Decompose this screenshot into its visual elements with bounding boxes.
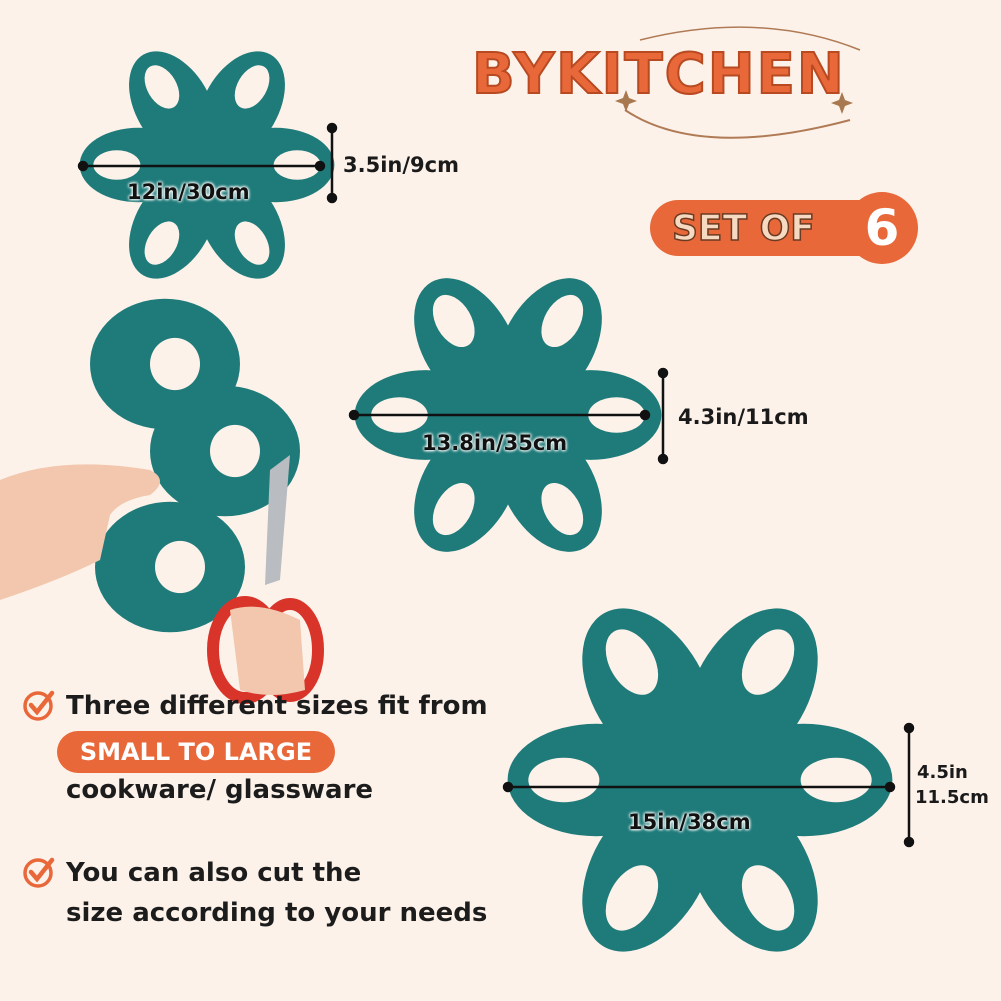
small-width-label: 12in/30cm xyxy=(127,180,250,204)
petal xyxy=(197,51,285,160)
small-height-label: 3.5in/9cm xyxy=(343,153,459,177)
set-of-badge: SET OF 6 xyxy=(650,192,918,264)
check-circle-icon xyxy=(23,857,55,888)
feature-line-2: cookware/ glassware xyxy=(66,775,374,805)
petal xyxy=(582,608,715,773)
folded-pan-protector xyxy=(90,298,300,633)
petal-hole xyxy=(605,865,659,931)
petal-hole xyxy=(144,65,180,109)
petal-hole xyxy=(605,629,659,695)
set-count: 6 xyxy=(846,192,918,264)
feature-line-1: Three different sizes fit from xyxy=(66,691,488,721)
brand-logo: BYKITCHEN xyxy=(471,41,846,108)
petal-hole xyxy=(432,482,475,536)
large-pan-protector xyxy=(507,608,893,952)
petal-hole xyxy=(541,482,584,536)
hand-holding-scissors xyxy=(230,606,305,695)
petal-hole xyxy=(432,294,475,348)
logo-arc xyxy=(624,109,851,139)
medium-height-label: 4.3in/11cm xyxy=(678,405,809,429)
petal xyxy=(685,608,818,773)
petal-hole xyxy=(541,294,584,348)
petal xyxy=(129,51,217,160)
sparkle-icon xyxy=(831,92,853,114)
petal-hole xyxy=(741,865,795,931)
sparkle-icon xyxy=(615,90,637,112)
petal-hole xyxy=(144,221,180,265)
petal-hole xyxy=(234,65,270,109)
hand xyxy=(0,464,160,600)
set-of-label: SET OF xyxy=(671,207,815,250)
scissors-blade xyxy=(265,455,290,585)
highlight-pill: SMALL TO LARGE xyxy=(57,731,335,773)
medium-width-label: 13.8in/35cm xyxy=(422,431,568,455)
large-height-in-label: 4.5in xyxy=(917,762,968,783)
petal-hole xyxy=(800,757,872,803)
large-width-label: 15in/38cm xyxy=(628,810,751,834)
petal xyxy=(414,278,520,409)
small-pan-protector xyxy=(79,51,335,279)
petal xyxy=(496,278,602,409)
petal-hole xyxy=(528,757,600,803)
feature-line-3: You can also cut the xyxy=(66,858,362,888)
large-height-cm-label: 11.5cm xyxy=(915,787,989,808)
petal xyxy=(197,170,285,279)
feature-line-4: size according to your needs xyxy=(66,898,488,928)
logo-arc-top xyxy=(639,26,861,51)
petal-hole xyxy=(234,221,270,265)
check-circle-icon xyxy=(23,690,55,721)
petal-hole xyxy=(741,629,795,695)
petal xyxy=(685,787,818,952)
petal xyxy=(496,421,602,552)
